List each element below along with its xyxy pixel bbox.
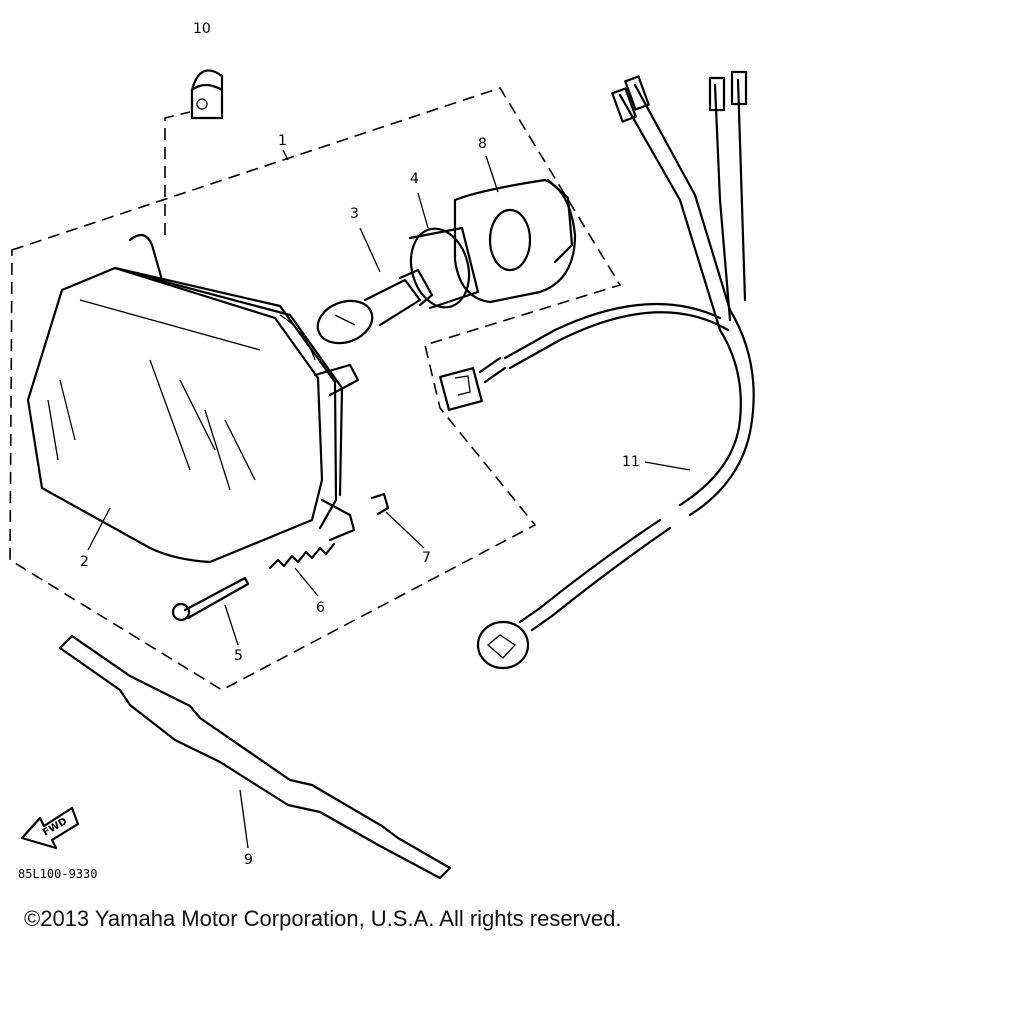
callout-9: 9 [244, 852, 253, 868]
part-11-wiring-harness: 11 [439, 70, 755, 670]
part-9-bracket: 9 [58, 634, 452, 880]
callout-8: 8 [478, 136, 487, 152]
part-5-bolt: 5 [171, 576, 250, 664]
fwd-arrow-icon: FWD [20, 806, 80, 850]
callout-3: 3 [350, 206, 359, 222]
callout-11: 11 [622, 454, 640, 470]
callout-2: 2 [80, 554, 89, 570]
part-10-clamp: 10 [190, 21, 224, 120]
part-4-socket-ring: 4 [408, 171, 480, 310]
callout-6: 6 [316, 600, 325, 616]
callout-4: 4 [410, 171, 419, 187]
copyright-notice: ©2013 Yamaha Motor Corporation, U.S.A. A… [24, 906, 622, 931]
callout-1: 1 [278, 133, 287, 149]
assembly-1-boundary [9, 87, 622, 691]
callout-5: 5 [234, 648, 243, 664]
callout-10: 10 [193, 21, 211, 37]
part-3-bulb: 3 [316, 206, 434, 345]
part-2-headlight-housing: 2 [26, 233, 360, 570]
part-6-spring: 6 [268, 542, 336, 616]
part-8-rubber-cover: 8 [453, 136, 577, 304]
part-7-clip: 7 [370, 492, 431, 566]
callout-7: 7 [422, 550, 431, 566]
diagram-part-code: 85L100-9330 [18, 867, 97, 881]
part-1-leader: 1 [278, 133, 289, 161]
